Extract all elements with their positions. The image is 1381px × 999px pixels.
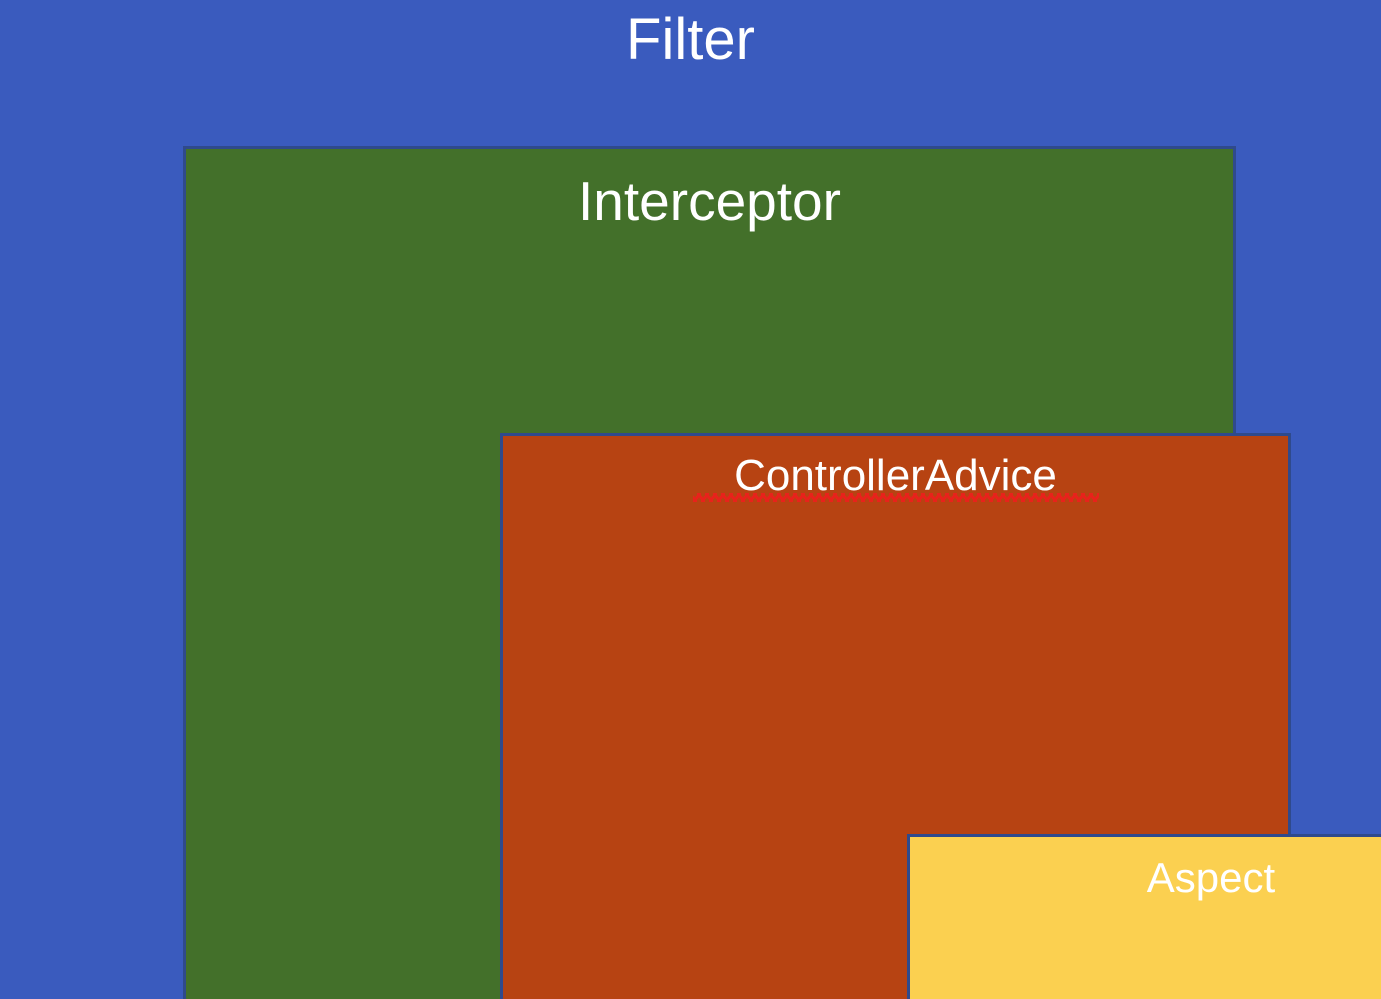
layer-filter-label: Filter [626,7,755,72]
spellcheck-squiggle-icon [692,493,1099,502]
layer-interceptor[interactable]: Interceptor ControllerAdvice Aspect Cont… [183,146,1381,999]
layer-aspect-label: Aspect [1146,854,1276,901]
layer-controller-advice[interactable]: ControllerAdvice Aspect Controller [500,433,1381,999]
layer-interceptor-label: Interceptor [578,170,841,232]
layer-aspect[interactable]: Aspect Controller [907,834,1381,999]
layer-controller-advice-label: ControllerAdvice [734,451,1057,500]
